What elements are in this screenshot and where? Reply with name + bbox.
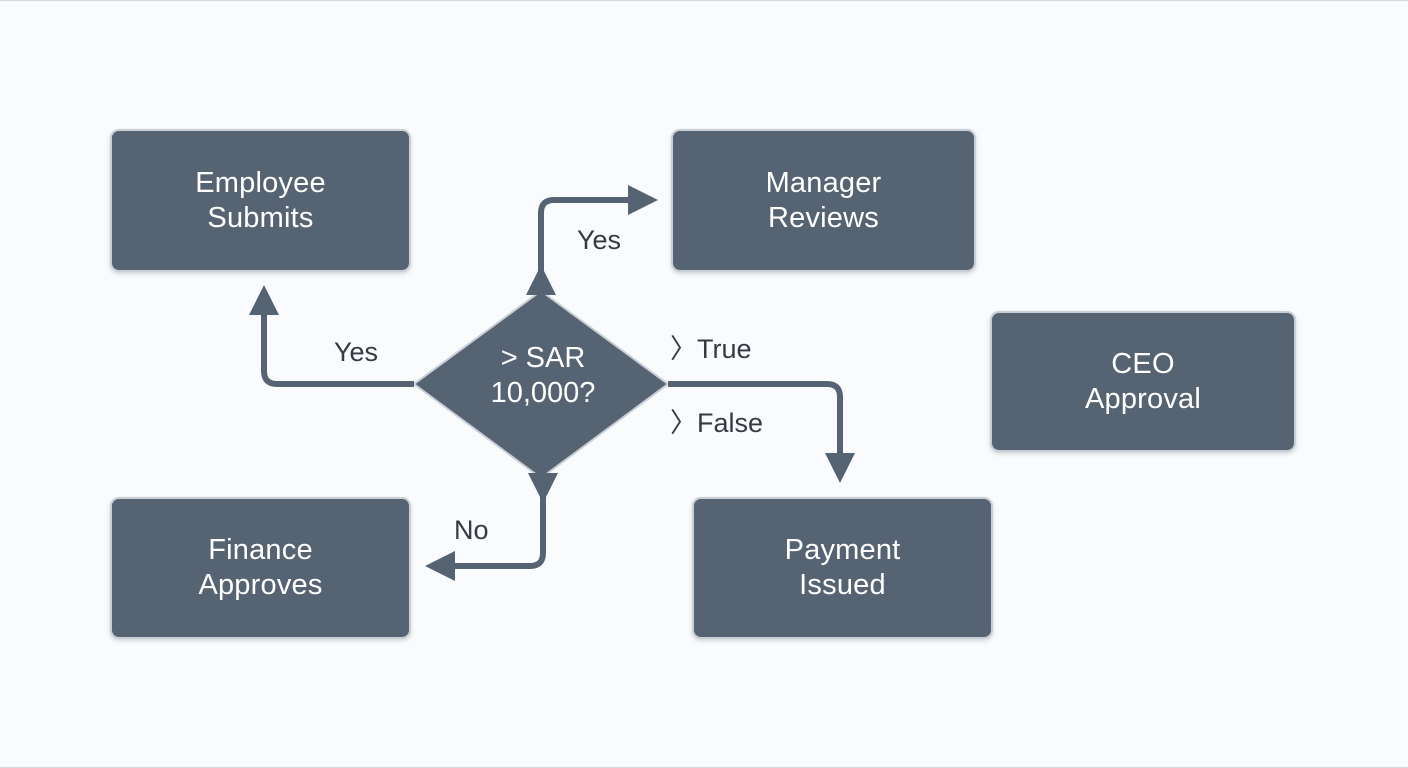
connector-decision-to-payment-issued	[668, 381, 855, 483]
connector-decision-to-manager-reviews	[526, 185, 658, 295]
node-payment-issued[interactable]: Payment Issued	[692, 497, 993, 639]
connector-decision-to-employee-submits	[249, 285, 414, 387]
node-manager-reviews[interactable]: Manager Reviews	[671, 129, 976, 272]
connector-decision-to-finance-approves	[425, 473, 558, 581]
edge-label-true: 〉True	[670, 334, 752, 364]
node-finance-approves-label: Finance Approves	[198, 534, 323, 601]
node-ceo-approval-label: CEO Approval	[1084, 347, 1202, 415]
decision-label: > SAR 10,000?	[490, 342, 596, 409]
edge-label-yes-left: Yes	[334, 337, 379, 367]
node-finance-approves[interactable]: Finance Approves	[110, 497, 411, 639]
edge-label-yes-top: Yes	[577, 225, 622, 255]
node-employee-submits-label: Employee Submits	[195, 166, 326, 234]
node-payment-issued-label: Payment Issued	[784, 534, 901, 601]
edge-label-false: 〉False	[670, 408, 764, 438]
node-manager-reviews-label: Manager Reviews	[765, 166, 882, 234]
edge-label-no: No	[454, 515, 489, 545]
node-ceo-approval[interactable]: CEO Approval	[990, 311, 1296, 452]
node-employee-submits[interactable]: Employee Submits	[110, 129, 411, 272]
